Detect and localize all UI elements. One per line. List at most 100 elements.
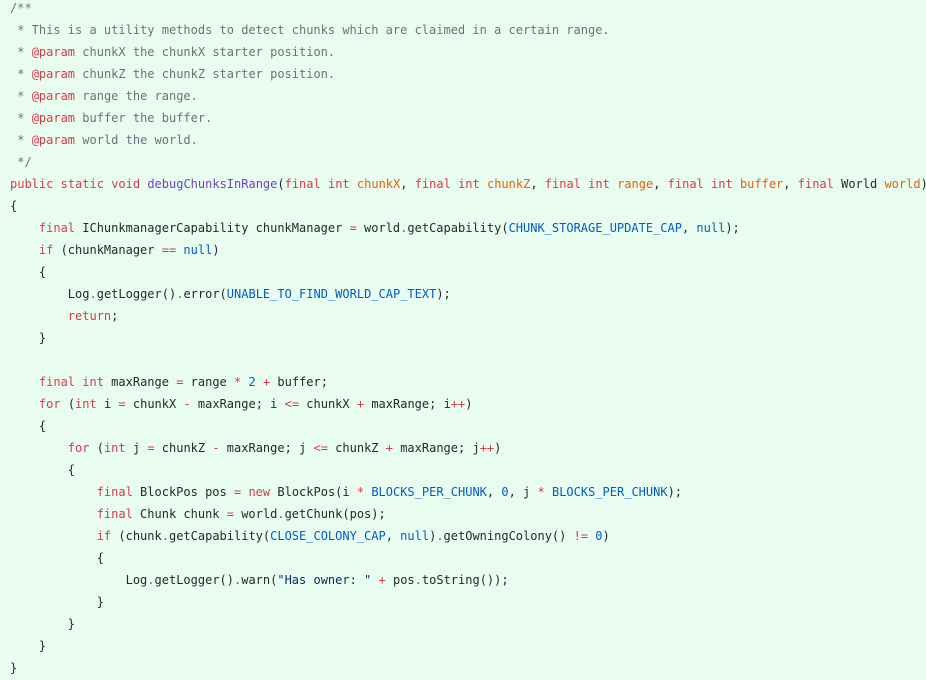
code-line[interactable]: } <box>10 591 104 613</box>
code-token-comment: * <box>10 67 32 81</box>
code-token-comment: * <box>10 45 32 59</box>
code-token-keyword: final <box>38 221 76 235</box>
code-line[interactable]: * This is a utility methods to detect ch… <box>10 19 609 41</box>
code-line[interactable]: Log.getLogger().warn("Has owner: " + pos… <box>10 569 509 591</box>
code-token-plain: ); <box>725 221 740 235</box>
code-token-plain: chunkX <box>125 397 184 411</box>
code-token-number: 2 <box>248 375 256 389</box>
code-line[interactable]: public static void debugChunksInRange(fi… <box>10 173 926 195</box>
code-token-plain <box>10 507 97 521</box>
code-token-plain: } <box>10 331 47 345</box>
code-token-op: ++ <box>450 397 466 411</box>
code-token-op: - <box>183 397 191 411</box>
code-token-plain: { <box>10 551 104 565</box>
code-token-plain: range <box>183 375 235 389</box>
code-line[interactable]: Log.getLogger().error(UNABLE_TO_FIND_WOR… <box>10 283 451 305</box>
code-token-plain: BlockPos pos <box>132 485 234 499</box>
code-line[interactable]: { <box>10 547 104 569</box>
code-token-op: * <box>234 375 242 389</box>
code-line[interactable]: for (int j = chunkZ - maxRange; j <= chu… <box>10 437 502 459</box>
code-token-plain: chunkX <box>299 397 357 411</box>
code-token-plain: error( <box>183 287 227 301</box>
code-token-const: BLOCKS_PER_CHUNK <box>371 485 487 499</box>
code-token-plain: i <box>96 397 119 411</box>
code-token-plain <box>10 309 68 323</box>
code-token-keyword: for <box>67 441 90 455</box>
code-line[interactable]: * @param chunkX the chunkX starter posit… <box>10 41 335 63</box>
code-token-comment: * <box>10 89 32 103</box>
code-line[interactable]: { <box>10 195 17 217</box>
code-token-param: chunkZ <box>486 177 531 191</box>
code-line[interactable]: return; <box>10 305 119 327</box>
code-token-plain: , j <box>508 485 538 499</box>
code-token-plain: pos <box>385 573 415 587</box>
code-token-plain: ); <box>436 287 451 301</box>
code-token-const: CHUNK_STORAGE_UPDATE_CAP <box>508 221 682 235</box>
code-token-plain: , <box>486 485 502 499</box>
code-line[interactable]: */ <box>10 151 32 173</box>
code-line[interactable]: if (chunk.getCapability(CLOSE_COLONY_CAP… <box>10 525 610 547</box>
code-token-plain: , <box>400 177 415 191</box>
code-token-op: == <box>161 243 177 257</box>
code-token-op: = <box>176 375 184 389</box>
code-token-plain <box>10 243 39 257</box>
code-token-const: null <box>183 243 213 257</box>
code-token-plain: world <box>233 507 278 521</box>
code-token-op: = <box>226 507 234 521</box>
code-line[interactable]: /** <box>10 0 32 19</box>
code-token-keyword: final <box>38 375 76 389</box>
code-token-plain <box>10 441 68 455</box>
code-token-plain: Chunk chunk <box>132 507 227 521</box>
code-token-plain <box>10 529 97 543</box>
code-token-param: world <box>884 177 921 191</box>
code-token-comment: */ <box>10 155 32 169</box>
code-token-plain: } <box>10 595 104 609</box>
code-line[interactable]: { <box>10 415 46 437</box>
code-token-plain: { <box>10 199 18 213</box>
code-token-op: . <box>176 287 184 301</box>
code-line[interactable]: final BlockPos pos = new BlockPos(i * BL… <box>10 481 682 503</box>
code-line[interactable]: for (int i = chunkX - maxRange; i <= chu… <box>10 393 473 415</box>
code-token-plain: getCapability( <box>407 221 509 235</box>
code-token-comment: range the range. <box>75 89 198 103</box>
code-line[interactable]: if (chunkManager == null) <box>10 239 220 261</box>
code-token-op: = <box>118 397 126 411</box>
code-line[interactable]: * @param chunkZ the chunkZ starter posit… <box>10 63 335 85</box>
code-token-comment: chunkX the chunkX starter position. <box>75 45 336 59</box>
code-line[interactable]: } <box>10 657 17 679</box>
code-token-number: 0 <box>501 485 509 499</box>
code-line[interactable]: * @param range the range. <box>10 85 198 107</box>
code-token-plain: ( <box>277 177 285 191</box>
code-token-plain: , <box>681 221 697 235</box>
code-token-op: ++ <box>479 441 495 455</box>
code-token-const: null <box>400 529 430 543</box>
code-token-op: <= <box>313 441 328 455</box>
code-token-type: int <box>103 441 126 455</box>
code-line[interactable]: final int maxRange = range * 2 + buffer; <box>10 371 328 393</box>
code-token-plain: j <box>125 441 148 455</box>
code-token-op: + <box>356 397 365 411</box>
code-line[interactable]: } <box>10 327 46 349</box>
code-token-plain: IChunkmanagerCapability chunkManager <box>75 221 350 235</box>
code-line[interactable]: final IChunkmanagerCapability chunkManag… <box>10 217 740 239</box>
code-token-plain: World <box>833 177 885 191</box>
code-line[interactable]: { <box>10 261 46 283</box>
code-token-type: int <box>458 177 480 191</box>
code-line[interactable]: { <box>10 459 75 481</box>
code-token-keyword: for <box>38 397 61 411</box>
code-line[interactable]: final Chunk chunk = world.getChunk(pos); <box>10 503 386 525</box>
code-line[interactable]: * @param world the world. <box>10 129 198 151</box>
code-token-plain <box>733 177 740 191</box>
code-token-op: + <box>385 441 393 455</box>
code-token-plain <box>480 177 487 191</box>
code-token-op: . <box>277 507 285 521</box>
code-line[interactable]: * @param buffer the buffer. <box>10 107 212 129</box>
code-line[interactable]: } <box>10 613 75 635</box>
code-line[interactable]: } <box>10 635 46 657</box>
code-token-op: . <box>161 529 169 543</box>
code-token-tag: @param <box>31 45 76 59</box>
code-token-plain: maxRange; i <box>364 397 451 411</box>
code-token-op: = <box>233 485 242 499</box>
code-token-plain <box>10 375 39 389</box>
